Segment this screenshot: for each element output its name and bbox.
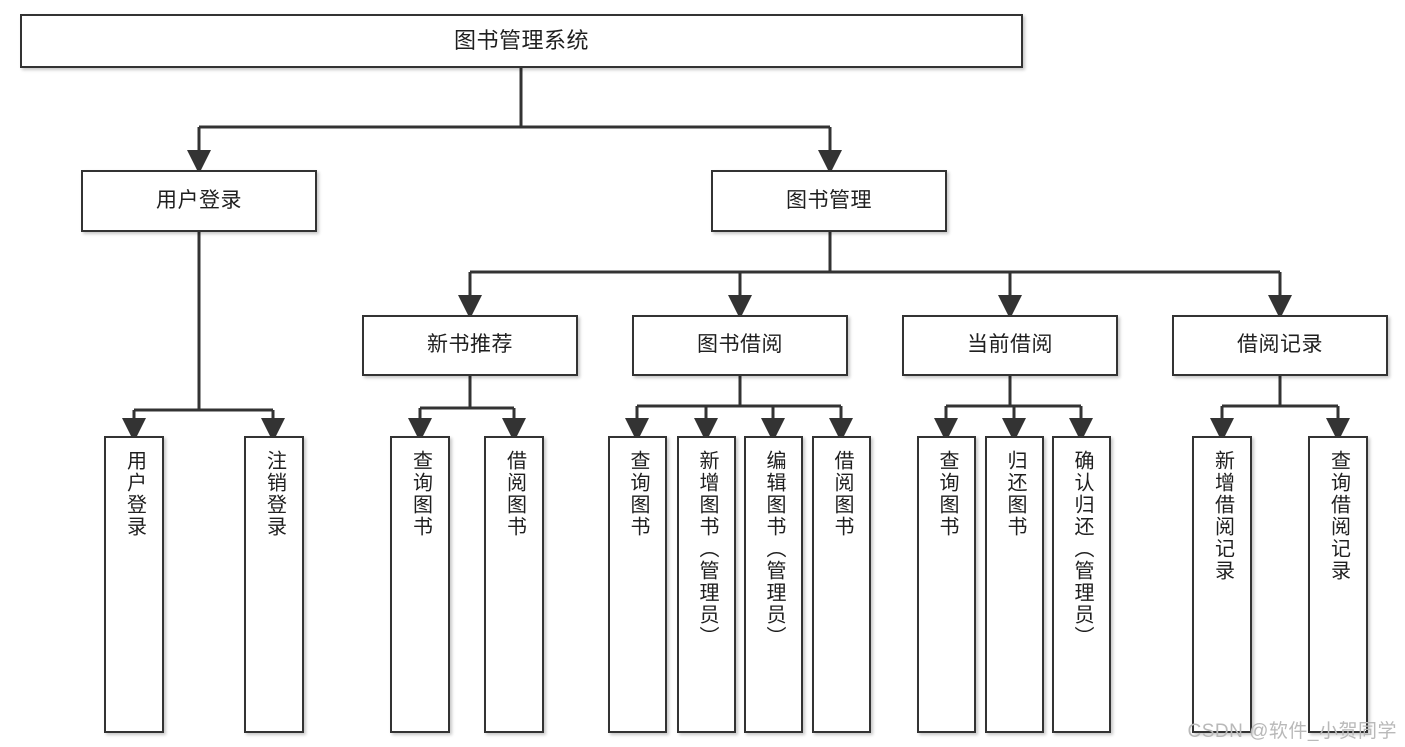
node-user-login[interactable]: 用户登录 [81,170,317,232]
leaf-current-confirm-return-admin[interactable]: 确认归还（管理员） [1052,436,1111,733]
node-user-login-label: 用户登录 [156,188,242,212]
leaf-record-query-record-label: 查询借阅记录 [1327,450,1350,582]
node-borrow-record-label: 借阅记录 [1237,333,1323,357]
node-current-borrow-label: 当前借阅 [967,333,1053,357]
leaf-user-login-login-label: 用户登录 [123,450,146,538]
leaf-current-return-book[interactable]: 归还图书 [985,436,1044,733]
leaf-borrow-query-book[interactable]: 查询图书 [608,436,667,733]
leaf-recommend-borrow-book[interactable]: 借阅图书 [484,436,544,733]
node-book-management[interactable]: 图书管理 [711,170,947,232]
node-new-book-recommend-label: 新书推荐 [427,333,513,357]
node-book-borrow-label: 图书借阅 [697,333,783,357]
node-current-borrow[interactable]: 当前借阅 [902,315,1118,376]
leaf-record-query-record[interactable]: 查询借阅记录 [1308,436,1368,733]
node-borrow-record[interactable]: 借阅记录 [1172,315,1388,376]
leaf-borrow-edit-book-admin-label: 编辑图书（管理员） [763,450,785,648]
leaf-recommend-query-book-label: 查询图书 [409,450,432,538]
leaf-borrow-add-book-admin[interactable]: 新增图书（管理员） [677,436,736,733]
leaf-current-query-book-label: 查询图书 [936,450,958,538]
leaf-current-return-book-label: 归还图书 [1004,450,1026,538]
leaf-current-confirm-return-admin-label: 确认归还（管理员） [1071,450,1093,648]
node-book-management-label: 图书管理 [786,188,872,212]
leaf-recommend-borrow-book-label: 借阅图书 [503,450,526,538]
leaf-borrow-query-book-label: 查询图书 [627,450,649,538]
node-root-system-label: 图书管理系统 [453,28,589,54]
leaf-borrow-add-book-admin-label: 新增图书（管理员） [696,450,718,648]
csdn-watermark: CSDN @软件_小贺同学 [1187,721,1397,742]
leaf-borrow-borrow-book-label: 借阅图书 [831,450,853,538]
node-book-borrow[interactable]: 图书借阅 [632,315,848,376]
leaf-borrow-borrow-book[interactable]: 借阅图书 [812,436,871,733]
leaf-user-login-logout[interactable]: 注销登录 [244,436,304,733]
leaf-user-login-logout-label: 注销登录 [263,450,286,538]
leaf-borrow-edit-book-admin[interactable]: 编辑图书（管理员） [744,436,803,733]
leaf-record-add-record[interactable]: 新增借阅记录 [1192,436,1252,733]
leaf-user-login-login[interactable]: 用户登录 [104,436,164,733]
node-root-system[interactable]: 图书管理系统 [20,14,1023,68]
leaf-recommend-query-book[interactable]: 查询图书 [390,436,450,733]
leaf-record-add-record-label: 新增借阅记录 [1211,450,1234,582]
leaf-current-query-book[interactable]: 查询图书 [917,436,976,733]
node-new-book-recommend[interactable]: 新书推荐 [362,315,578,376]
